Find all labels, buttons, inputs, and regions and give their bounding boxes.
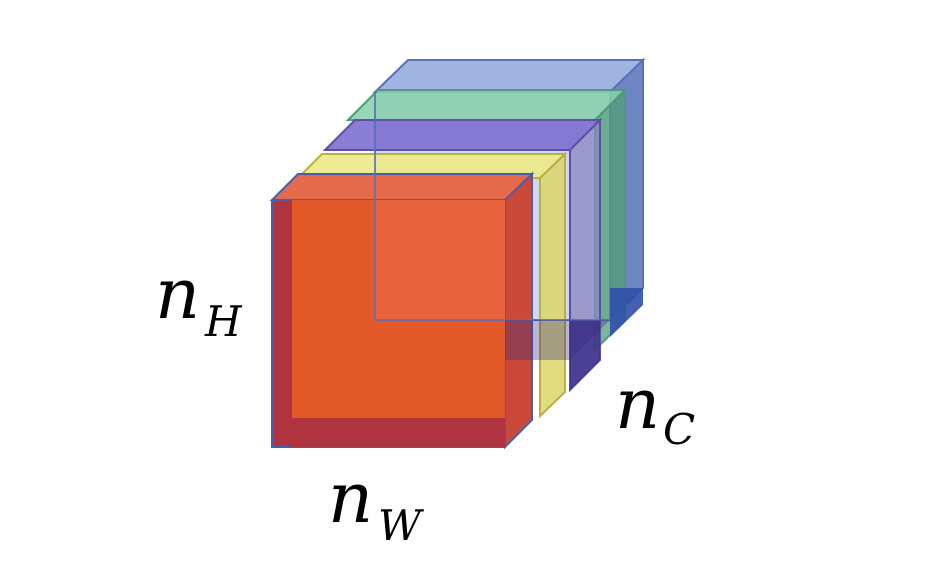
purple-layer bbox=[322, 117, 603, 393]
back-layer-overlay bbox=[374, 92, 610, 360]
channels-label: n C bbox=[615, 363, 695, 454]
height-label-sub: H bbox=[204, 297, 243, 346]
blue-right-edge bbox=[610, 288, 643, 337]
width-label-base: n bbox=[328, 457, 373, 539]
height-label: n H bbox=[155, 253, 243, 346]
width-label: n W bbox=[328, 457, 425, 550]
yellow-layer bbox=[295, 151, 568, 419]
width-label-sub: W bbox=[378, 501, 425, 550]
channels-label-sub: C bbox=[663, 405, 695, 454]
height-label-base: n bbox=[155, 253, 200, 335]
channels-label-base: n bbox=[615, 363, 660, 445]
green-layer bbox=[345, 87, 628, 353]
